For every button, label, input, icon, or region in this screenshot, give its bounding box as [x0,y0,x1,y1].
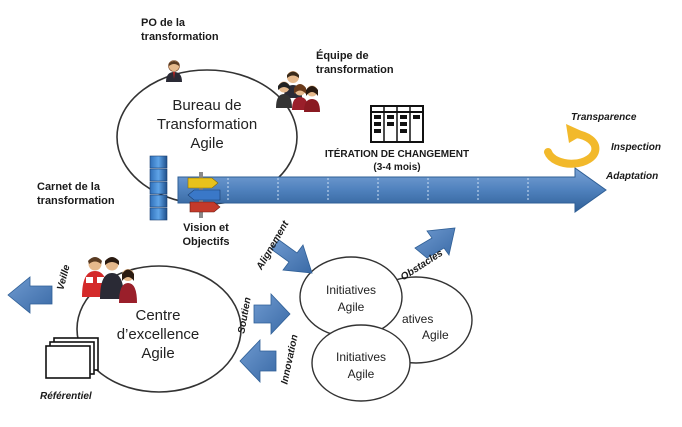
initiative-back-line-1: atives [402,312,434,326]
centre-line-3: Agile [141,345,175,362]
kanban-board-icon [370,105,424,143]
po-label: PO de la transformation [141,17,219,43]
initiative-top-line-2: Agile [337,300,365,314]
iteration-arrow [177,167,607,213]
carnet-label: Carnet de la transformation [37,181,115,207]
pillar-adaptation: Adaptation [606,171,659,182]
initiative-bottom-line-2: Agile [347,367,375,381]
signpost-icon [187,172,221,218]
centre-people-icon [82,257,137,303]
centre-line-1: Centre [135,307,181,324]
document-stack-icon [45,337,99,379]
cycle-arrow-icon [544,124,600,168]
initiative-bottom-line-1: Initiatives [335,350,387,364]
initiative-top-line-1: Initiatives [325,283,377,297]
obstacles-arrow [414,227,456,259]
equipe-label: Équipe de transformation [316,50,394,76]
bureau-line-2: Transformation [156,116,258,133]
vision-label: Vision et Objectifs [182,222,230,248]
pillar-inspection: Inspection [611,142,662,153]
iteration-name: ITÉRATION DE CHANGEMENT [324,149,470,160]
po-person-icon [166,60,182,82]
innovation-arrow [239,339,277,383]
initiative-top-text: Initiatives Agile [311,282,391,316]
initiative-back-text: atives Agile [402,311,462,343]
bureau-line-1: Bureau de [172,97,242,114]
iteration-duration: (3-4 mois) [373,162,421,173]
pillar-transparence: Transparence [571,112,637,123]
referentiel-label: Référentiel [40,391,92,402]
backlog-stack-icon [149,155,168,221]
initiative-back-line-2: Agile [422,328,449,342]
initiative-ellipse-bottom [311,324,411,402]
soutien-arrow [253,292,291,336]
initiative-bottom-text: Initiatives Agile [321,349,401,383]
centre-line-2: d’excellence [116,326,200,343]
veille-arrow [7,276,53,314]
iteration-title: ITÉRATION DE CHANGEMENT (3-4 mois) [318,148,476,174]
alignement-arrow [270,239,313,274]
bureau-title: Bureau de Transformation Agile [140,96,274,153]
team-group-icon [276,71,320,112]
bureau-line-3: Agile [190,135,224,152]
centre-title: Centre d’excellence Agile [92,306,224,363]
